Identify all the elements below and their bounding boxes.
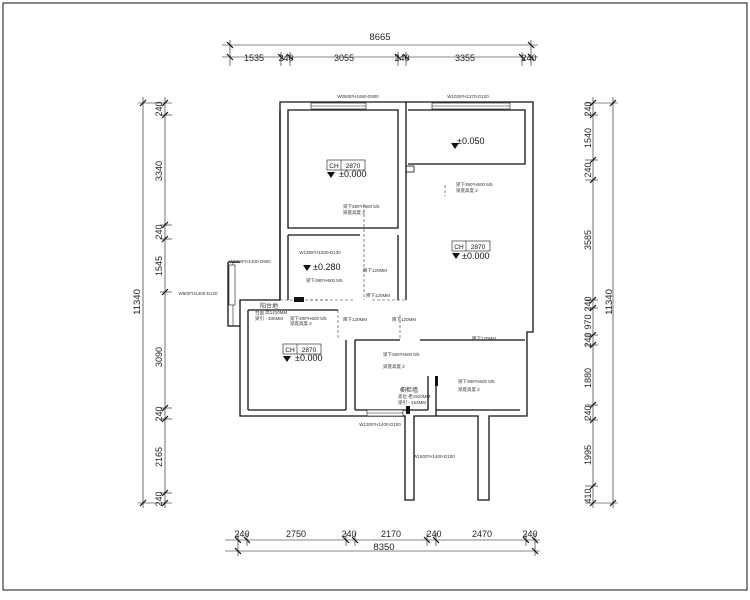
door-mark (405, 165, 415, 173)
left-dim-5: 3090 (154, 347, 164, 367)
right-dim-7: 240 (583, 332, 593, 347)
beam-note-6: 梁下390*H600 5/5 (458, 378, 495, 385)
bottom-dim-6: 2470 (472, 529, 492, 539)
right-dim-5: 240 (583, 296, 593, 311)
bath-level: ±0.280 (313, 262, 340, 272)
right-dimension-chain: 240 1540 240 3585 240 970 240 1880 240 1… (583, 97, 618, 508)
top-dim-1: 1535 (244, 53, 264, 63)
left-dim-2: 3340 (154, 161, 164, 181)
bottom-dim-2: 2750 (286, 529, 306, 539)
beam-note-5: 梁下390*H600 5/5 (383, 351, 420, 358)
right-dim-9: 240 (583, 405, 593, 420)
window-label-6: W1300*H1400-D100 (359, 422, 401, 427)
ch-label: CH (454, 244, 464, 251)
left-dim-6: 240 (154, 406, 164, 421)
top-dim-2: 240 (278, 53, 293, 63)
beam-note-2: 梁下390*H600 5/5 (456, 181, 493, 188)
window-label-1: W0809*H1650-D900 (337, 94, 379, 99)
left-dim-7: 2165 (154, 447, 164, 467)
window-label-4: W1829*H1400-D900 (229, 259, 271, 264)
height-note-4: 梁底高度 2 (383, 363, 405, 370)
dashed-beams (280, 185, 446, 340)
kitchen-title: 橱柜墙 (400, 386, 418, 394)
bottom-dim-1: 240 (234, 529, 249, 539)
height-note-1: 梁底高度 2 (343, 209, 365, 216)
ch-label: CH (285, 347, 295, 354)
level-label: ±0.000 (295, 353, 322, 363)
right-dim-6: 970 (583, 314, 593, 329)
beam-note-3: 梁下390*H600 5/5 (306, 277, 343, 284)
pipe-note-5: 降下120MM (472, 335, 496, 342)
bottom-dim-4: 2170 (381, 529, 401, 539)
bottom-total-dimension: 8350 (373, 542, 394, 553)
right-total-dimension: 11340 (604, 289, 615, 315)
top-dim-3: 3055 (334, 53, 354, 63)
left-dimension-chain: 240 3340 240 1545 3090 240 2165 240 1134… (132, 97, 172, 508)
pipe-note-3: 降下120MM (343, 316, 367, 323)
left-dim-3: 240 (154, 224, 164, 239)
top-dim-6: 240 (521, 53, 536, 63)
right-dim-2: 1540 (583, 128, 593, 148)
top-dim-4: 240 (394, 53, 409, 63)
pipe-note-2: 降下120MM (366, 292, 390, 299)
top-right-level: ±0.050 (457, 136, 484, 146)
top-dim-5: 3355 (455, 53, 475, 63)
right-dim-8: 1880 (583, 368, 593, 388)
bottom-dim-5: 240 (426, 529, 441, 539)
ch-value: 2870 (302, 347, 317, 354)
balcony-line-2: 梁引 - 330MM (255, 315, 283, 322)
ch-value: 2870 (346, 163, 361, 170)
walls (227, 101, 534, 501)
height-note-3: 梁底高度 2 (290, 320, 312, 327)
top-dimension-chain: 8665 1535 240 3055 240 3355 240 (222, 32, 538, 66)
height-note-2: 梁底高度 2 (456, 187, 478, 194)
top-total-dimension: 8665 (369, 32, 390, 43)
level-marker (451, 143, 459, 149)
level-label: ±0.000 (462, 251, 489, 261)
right-dim-3: 240 (583, 162, 593, 177)
room-bedroom-bottom: CH 2870 ±0.000 (282, 343, 322, 363)
right-dim-4: 3585 (583, 230, 593, 250)
room-bedroom-top: CH 2870 ±0.000 (326, 159, 366, 179)
left-dim-1: 240 (154, 101, 164, 116)
left-dim-8: 240 (154, 491, 164, 506)
pipe-note-4: 降下120MM (392, 316, 416, 323)
drawing-frame (2, 2, 748, 591)
kitchen-line-2: 梁引 - 153MM (398, 399, 426, 406)
left-dim-4: 1545 (154, 256, 164, 276)
column-mark (435, 376, 438, 386)
balcony-line-1: 台面 高1410MM (255, 309, 288, 316)
ch-label: CH (329, 163, 339, 170)
bottom-dim-3: 240 (341, 529, 356, 539)
beam-note-4: 梁下390*H600 5/5 (290, 315, 327, 322)
level-label: ±0.000 (339, 169, 366, 179)
right-dim-11: 410 (583, 488, 593, 503)
right-dim-1: 240 (583, 101, 593, 116)
left-total-dimension: 11340 (132, 289, 143, 315)
kitchen-line-1: 高位 柜1910MM (398, 393, 431, 400)
pipe-note-1: 降下120MM (363, 267, 387, 274)
ch-value: 2870 (471, 244, 486, 251)
height-note-5: 梁底高度 2 (458, 386, 480, 393)
right-dim-10: 1995 (583, 445, 593, 465)
room-living: CH 2870 ±0.000 (451, 240, 491, 261)
balcony-title: 阳台地 (260, 302, 278, 310)
windows (228, 102, 511, 417)
door-mark (294, 297, 304, 302)
bottom-dim-7: 240 (522, 529, 537, 539)
beam-note-1: 梁下390*H600 5/5 (343, 203, 380, 210)
column-mark (406, 406, 410, 414)
window-label-5: W500*H1400-D120 (178, 291, 218, 296)
window-label-7: W1600*H1400-D100 (413, 454, 455, 459)
bottom-dimension-chain: 240 2750 240 2170 240 2470 240 8350 (225, 529, 540, 556)
level-marker (303, 265, 311, 271)
window-label-2: W1029*H1370-D120 (447, 94, 489, 99)
window-label-3: W1359*H1500-D130 (299, 250, 341, 255)
